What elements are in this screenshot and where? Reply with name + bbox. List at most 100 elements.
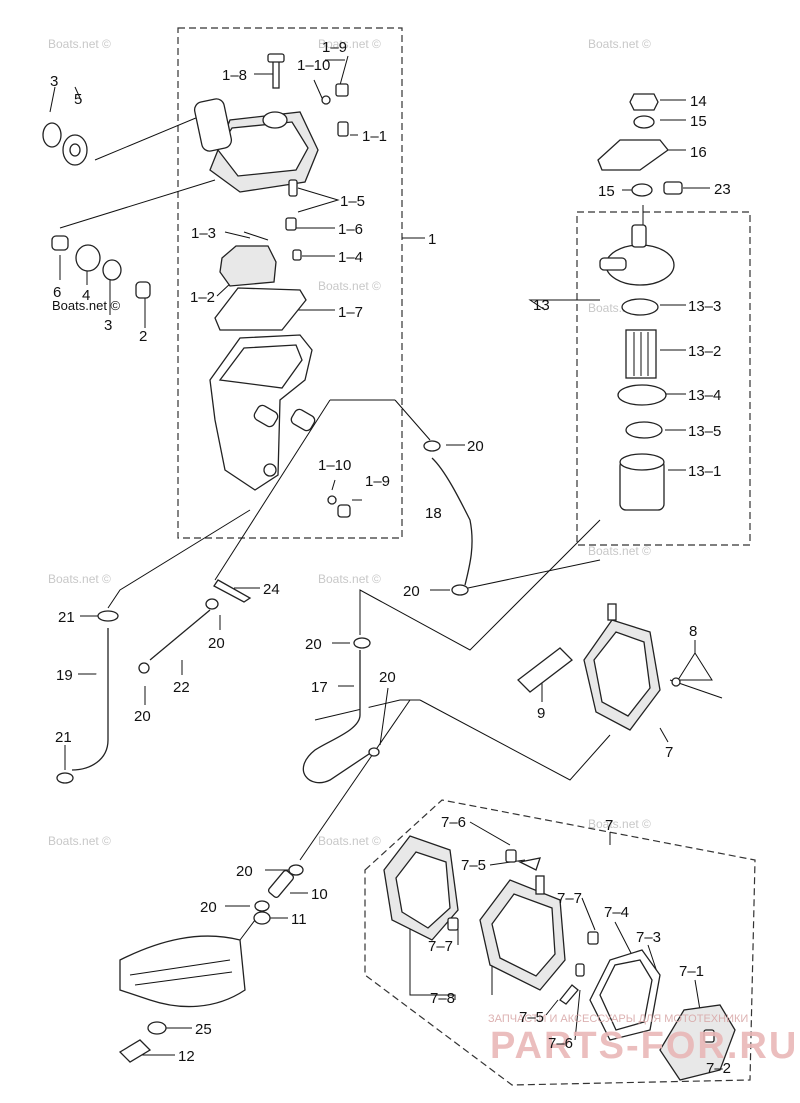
bolt-12 xyxy=(118,1039,152,1063)
callout-label: 7 xyxy=(605,817,613,834)
screw-7-6 xyxy=(505,849,517,863)
callout-label: 5 xyxy=(74,91,82,108)
gasket-1-7 xyxy=(214,287,307,331)
callout-label: 1–7 xyxy=(338,304,363,321)
callout-label: 4 xyxy=(82,287,90,304)
collar-6 xyxy=(51,235,69,251)
bracket-16 xyxy=(597,139,669,171)
callout-label: 1–10 xyxy=(318,457,351,474)
callout-label: 13 xyxy=(533,297,550,314)
clip-20 xyxy=(254,900,270,912)
separator-cover xyxy=(193,98,319,193)
tie-24 xyxy=(213,579,252,603)
nut-14 xyxy=(629,93,659,111)
callout-label: 13–5 xyxy=(688,423,721,440)
float-pin-1-5 xyxy=(288,179,298,197)
callout-label: 1–1 xyxy=(362,128,387,145)
watermark: Boats.net © xyxy=(318,279,381,293)
parts xyxy=(42,53,736,1081)
hose-18 xyxy=(431,457,473,586)
callout-label: 15 xyxy=(598,183,615,200)
callout-label: 17 xyxy=(311,679,328,696)
callout-label: 20 xyxy=(134,708,151,725)
filter-cup-13-1 xyxy=(619,453,665,511)
clip-20 xyxy=(138,662,150,674)
callout-label: 3 xyxy=(50,73,58,90)
spring-7-5 xyxy=(518,857,541,871)
callout-label: 15 xyxy=(690,113,707,130)
hose-17 xyxy=(302,650,376,784)
callout-label: 1 xyxy=(428,231,436,248)
callout-label: 14 xyxy=(690,93,707,110)
brand-subtitle: ЗАПЧАСТИ И АКСЕССУАРЫ ДЛЯ МОТОТЕХНИКИ xyxy=(488,1013,748,1025)
washer-1-10-lower xyxy=(327,495,337,505)
watermark: Boats.net © xyxy=(318,572,381,586)
clip-20 xyxy=(368,747,380,757)
clip-20 xyxy=(205,598,219,610)
pump-covers-7-8 xyxy=(383,835,459,941)
cover-7-1 xyxy=(659,1004,736,1081)
callout-label: 22 xyxy=(173,679,190,696)
clip-20 xyxy=(423,440,441,452)
screw-1-1 xyxy=(337,121,349,137)
callout-label: 10 xyxy=(311,886,328,903)
o-ring-13-4 xyxy=(617,384,667,406)
fuel-pump-7 xyxy=(583,603,661,731)
o-ring-13-3 xyxy=(621,298,659,316)
callout-label: 19 xyxy=(56,667,73,684)
callout-label: 13–4 xyxy=(688,387,721,404)
ring-13-5 xyxy=(625,421,663,439)
gasket-9 xyxy=(517,647,573,693)
pin-1-3 xyxy=(243,231,269,241)
callout-label: 20 xyxy=(403,583,420,600)
callout-label: 7 xyxy=(665,744,673,761)
callout-label: 1–3 xyxy=(191,225,216,242)
callout-label: 7–3 xyxy=(636,929,661,946)
screw-7-2 xyxy=(703,1029,715,1043)
watermark: Boats.net © xyxy=(588,544,651,558)
callout-label: 1–10 xyxy=(297,57,330,74)
gasket-7-3 xyxy=(599,959,653,1031)
callout-label: 21 xyxy=(58,609,75,626)
hose-19 xyxy=(71,628,109,771)
callout-label: 12 xyxy=(178,1048,195,1065)
clip-21-lower xyxy=(56,772,74,784)
spring-7-5-lower xyxy=(559,984,579,1005)
callout-label: 9 xyxy=(537,705,545,722)
callout-label: 20 xyxy=(379,669,396,686)
callout-label: 20 xyxy=(208,635,225,652)
watermark: Boats.net © xyxy=(588,817,651,831)
washer-1-10 xyxy=(321,95,331,105)
screw-1-9 xyxy=(335,83,349,97)
washer-3-lower xyxy=(102,259,122,281)
grommet-5-hole xyxy=(69,143,81,157)
watermark: Boats.net © xyxy=(318,37,381,51)
callout-label: 1–4 xyxy=(338,249,363,266)
callout-label: 7–4 xyxy=(604,904,629,921)
screw-1-4 xyxy=(292,249,302,261)
callout-label: 7–6 xyxy=(548,1035,573,1052)
callout-label: 7–2 xyxy=(706,1060,731,1077)
group-box-13 xyxy=(576,211,751,546)
callout-label: 23 xyxy=(714,181,731,198)
callout-label: 2 xyxy=(139,328,147,345)
leader-lines xyxy=(49,55,719,1061)
callout-label: 1–9 xyxy=(365,473,390,490)
watermark: Boats.net © xyxy=(318,834,381,848)
callout-label: 20 xyxy=(467,438,484,455)
grommet-4 xyxy=(75,244,101,272)
callout-label: 18 xyxy=(425,505,442,522)
callout-label: 7–1 xyxy=(679,963,704,980)
callout-label: 3 xyxy=(104,317,112,334)
engine-casting xyxy=(119,935,246,1008)
callout-label: 21 xyxy=(55,729,72,746)
washer-25 xyxy=(147,1021,167,1035)
separator-tank-body xyxy=(209,334,316,491)
watermark: Boats.net © xyxy=(48,572,111,586)
clip-21 xyxy=(97,610,119,622)
washer-15 xyxy=(633,115,655,129)
callout-label: 1–2 xyxy=(190,289,215,306)
hose-22 xyxy=(149,609,211,661)
callout-label: 24 xyxy=(263,581,280,598)
